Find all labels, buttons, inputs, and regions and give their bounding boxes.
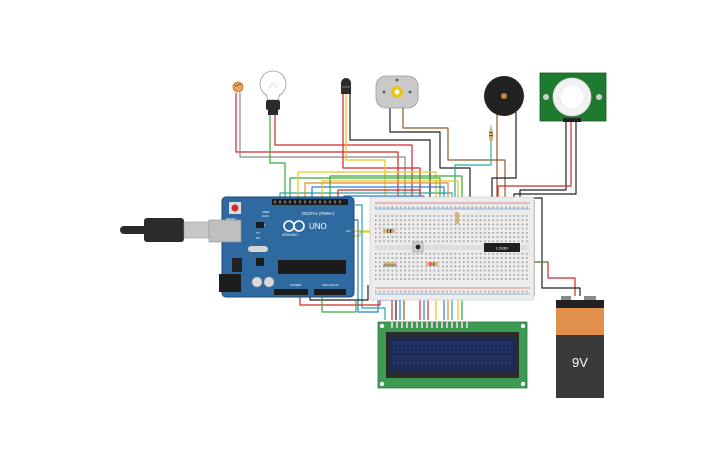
power-label: POWER: [290, 283, 302, 287]
resistor-3: [426, 262, 438, 266]
photoresistor: [232, 81, 244, 93]
wire-pir-black-2: [513, 122, 577, 205]
tx-label: TX: [256, 231, 260, 235]
arduino-uno[interactable]: DIGITAL (PWM~) UNO ARDUINO AREF GND TX R…: [208, 196, 355, 298]
brand-label: ARDUINO: [282, 233, 298, 237]
digital-label: DIGITAL (PWM~): [302, 211, 335, 216]
wire-power-green: [321, 292, 357, 313]
battery-9v: 9V: [556, 296, 604, 398]
lcd-display: [377, 321, 528, 389]
pir-sensor: [539, 72, 607, 122]
usb-cable: [120, 218, 211, 242]
wire-d-green: [289, 177, 441, 205]
reset-label: RESET: [226, 217, 236, 221]
wire-teal-right: [355, 204, 386, 320]
resistor-buzzer: [489, 125, 493, 145]
wire-motor-black: [389, 108, 471, 205]
aref-label: AREF: [262, 210, 270, 214]
breadboard[interactable]: [369, 196, 535, 301]
gnd-label: GND: [262, 214, 270, 218]
wire-pir-black: [519, 122, 567, 205]
light-bulb: [259, 70, 287, 115]
wire-resistor-teal: [454, 128, 492, 205]
wire-ldr-red: [235, 93, 399, 205]
wire-motor-brown: [402, 108, 506, 205]
resistor-2: [384, 262, 396, 266]
wire-temp-red: [342, 94, 421, 205]
wire-buzzer-black: [491, 112, 517, 205]
piezo-buzzer: [484, 76, 524, 116]
wire-bulb-green: [269, 115, 286, 198]
breadboard-components: L293D: [383, 212, 520, 267]
l-label: L: [264, 223, 266, 227]
atmega-chip: [278, 260, 346, 274]
model-label: UNO: [309, 222, 327, 231]
wire-battery-black: [530, 197, 581, 296]
analog-label: ANALOG IN: [322, 283, 338, 287]
reset-button[interactable]: [231, 204, 239, 212]
motor-driver-chip: [484, 243, 520, 252]
resistor-1: [383, 229, 395, 233]
dc-motor: [375, 75, 419, 109]
on-label: ON: [346, 229, 351, 233]
temperature-sensor: [341, 78, 351, 94]
motor-driver-label: L293D: [496, 246, 508, 251]
rx-label: RX: [256, 236, 260, 240]
wire-pir-red: [497, 122, 572, 205]
resistor-4: [455, 212, 459, 224]
battery-label: 9V: [572, 355, 588, 370]
